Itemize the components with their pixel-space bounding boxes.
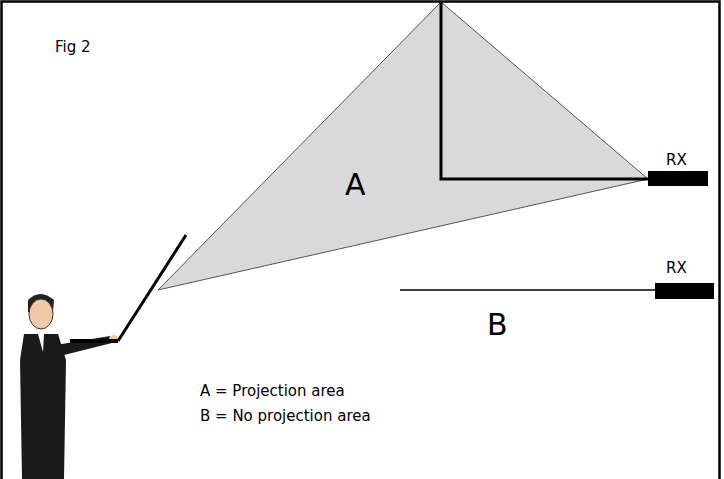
wall <box>441 2 650 179</box>
receiver-label: RX <box>666 261 687 276</box>
receiver <box>655 283 714 299</box>
person <box>20 235 186 479</box>
receiver-label: RX <box>666 153 687 168</box>
area-letter: B <box>487 310 508 340</box>
receiver <box>648 171 708 186</box>
legend-note: B = No projection area <box>200 409 371 424</box>
projection-area <box>158 2 648 290</box>
area-letter: A <box>345 170 366 200</box>
legend-note: A = Projection area <box>200 384 345 399</box>
figure-label: Fig 2 <box>55 40 91 55</box>
beam-line <box>400 289 656 291</box>
